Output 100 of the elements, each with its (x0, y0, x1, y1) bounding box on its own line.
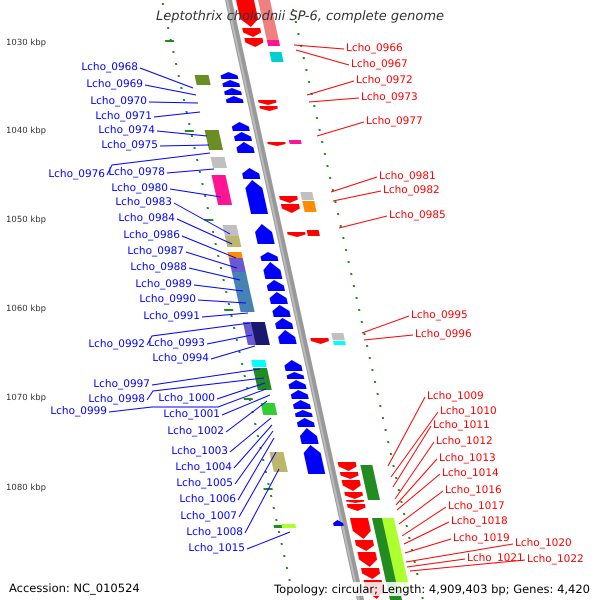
leader-line (398, 490, 444, 524)
scale-label: 1070 kbp (6, 393, 46, 403)
gene-label: Lcho_0998 (88, 393, 145, 406)
gene-label: Lcho_0985 (389, 209, 446, 222)
leader-line (316, 122, 364, 136)
leader-line (396, 474, 440, 510)
gene-label: Lcho_1003 (171, 445, 228, 458)
genome-info-text: Topology: circular; Length: 4,909,403 bp; Genes: 4,420 (274, 582, 590, 596)
leader-line (332, 190, 382, 202)
leader-line (152, 368, 260, 386)
leader-line (402, 506, 446, 536)
gene-label: Lcho_0990 (139, 293, 196, 306)
gene-label: Lcho_0995 (411, 309, 468, 322)
scale-label: 1060 kbp (6, 304, 46, 314)
gene-label: Lcho_0983 (115, 196, 172, 209)
leader-line (338, 216, 388, 228)
leader-line (186, 252, 238, 268)
leader-line (234, 424, 272, 468)
gene-label: Lcho_1018 (451, 515, 508, 528)
leader-line (140, 68, 194, 88)
gene-label: Lcho_0978 (108, 166, 165, 179)
gene-label: Lcho_1005 (176, 477, 233, 490)
gene-label: Lcho_0996 (415, 328, 472, 341)
gene-label: Lcho_0986 (123, 229, 180, 242)
leader-line (176, 218, 232, 244)
leader-line (238, 438, 274, 500)
leader-line (390, 412, 438, 478)
gene-label: Lcho_1022 (527, 553, 584, 566)
gene-label: Lcho_0972 (356, 74, 413, 87)
gene-label: Lcho_1017 (448, 500, 505, 513)
scale-label: 1030 kbp (6, 38, 46, 48)
leader-line (226, 400, 268, 432)
leader-line (206, 334, 252, 344)
leader-line (174, 202, 230, 234)
leader-line (406, 558, 466, 568)
leader-line (238, 452, 276, 518)
leader-line (246, 532, 290, 550)
gene-label: Lcho_1015 (188, 542, 245, 555)
gene-label: Lcho_1020 (515, 537, 572, 550)
leader-line (404, 538, 452, 554)
gene-label: Lcho_0976 (48, 168, 105, 181)
gene-label: Lcho_1014 (442, 467, 499, 480)
gene-label: Lcho_0982 (383, 184, 440, 197)
leader-line (108, 388, 266, 412)
leader-line (308, 98, 360, 102)
gene-label: Lcho_0987 (127, 245, 184, 258)
leader-line (244, 468, 280, 534)
gene-label: Lcho_0997 (93, 378, 150, 391)
leader-line (296, 50, 350, 66)
title: Leptothrix cholodnii SP-6, complete genome (155, 10, 445, 23)
leader-line (170, 188, 222, 198)
gene-label: Lcho_0989 (135, 278, 192, 291)
gene-label: Lcho_0999 (50, 405, 107, 418)
gene-label: Lcho_1019 (453, 532, 510, 545)
scale-label: 1040 kbp (6, 126, 46, 136)
gene-label: Lcho_1013 (439, 452, 496, 465)
leader-line (406, 544, 514, 562)
gene-label: Lcho_0977 (366, 115, 423, 128)
leader-line (222, 394, 270, 416)
gene-label: Lcho_1007 (180, 510, 237, 523)
gene-label: Lcho_1004 (175, 461, 232, 474)
leader-line (146, 378, 264, 400)
gene-label: Lcho_0968 (81, 61, 138, 74)
leader-line (294, 44, 344, 50)
gene-label: Lcho_0994 (152, 352, 209, 365)
gene-label: Lcho_0966 (346, 42, 403, 55)
gene-label: Lcho_1006 (179, 493, 236, 506)
leader-line (396, 458, 438, 506)
gene-label: Lcho_1009 (427, 390, 484, 403)
scale-label: 1050 kbp (6, 215, 46, 225)
gene-label: Lcho_0969 (86, 78, 143, 91)
accession-text: Accession: NC_010524 (9, 582, 140, 595)
gene-label: Lcho_1011 (433, 419, 490, 432)
gene-label: Lcho_0981 (379, 170, 436, 183)
leader-line (410, 560, 526, 572)
gene-label: Lcho_0974 (98, 124, 155, 137)
gene-label: Lcho_0992 (88, 338, 145, 351)
gene-label: Lcho_0991 (143, 310, 200, 323)
gene-label: Lcho_0984 (118, 212, 175, 225)
gene-label: Lcho_0967 (351, 58, 408, 71)
leader-line (182, 236, 236, 258)
gene-label: Lcho_0980 (111, 182, 168, 195)
leader-line (230, 418, 272, 452)
leader-line (160, 144, 210, 146)
gene-label: Lcho_1016 (445, 484, 502, 497)
gene-label: Lcho_0970 (90, 95, 147, 108)
gene-label: Lcho_1012 (436, 435, 493, 448)
leader-line (388, 396, 426, 466)
leader-line (202, 312, 248, 318)
leader-line (210, 346, 256, 360)
gene-label: Lcho_1000 (158, 392, 215, 405)
gene-label: Lcho_1002 (167, 425, 224, 438)
scale-label: 1080 kbp (6, 483, 46, 493)
leader-line (362, 316, 410, 334)
leader-line (144, 84, 196, 96)
leader-line (306, 80, 354, 96)
gene-label: Lcho_1008 (186, 526, 243, 539)
leader-line (146, 322, 250, 346)
gene-label: Lcho_0971 (95, 110, 152, 123)
leader-line (148, 102, 198, 104)
